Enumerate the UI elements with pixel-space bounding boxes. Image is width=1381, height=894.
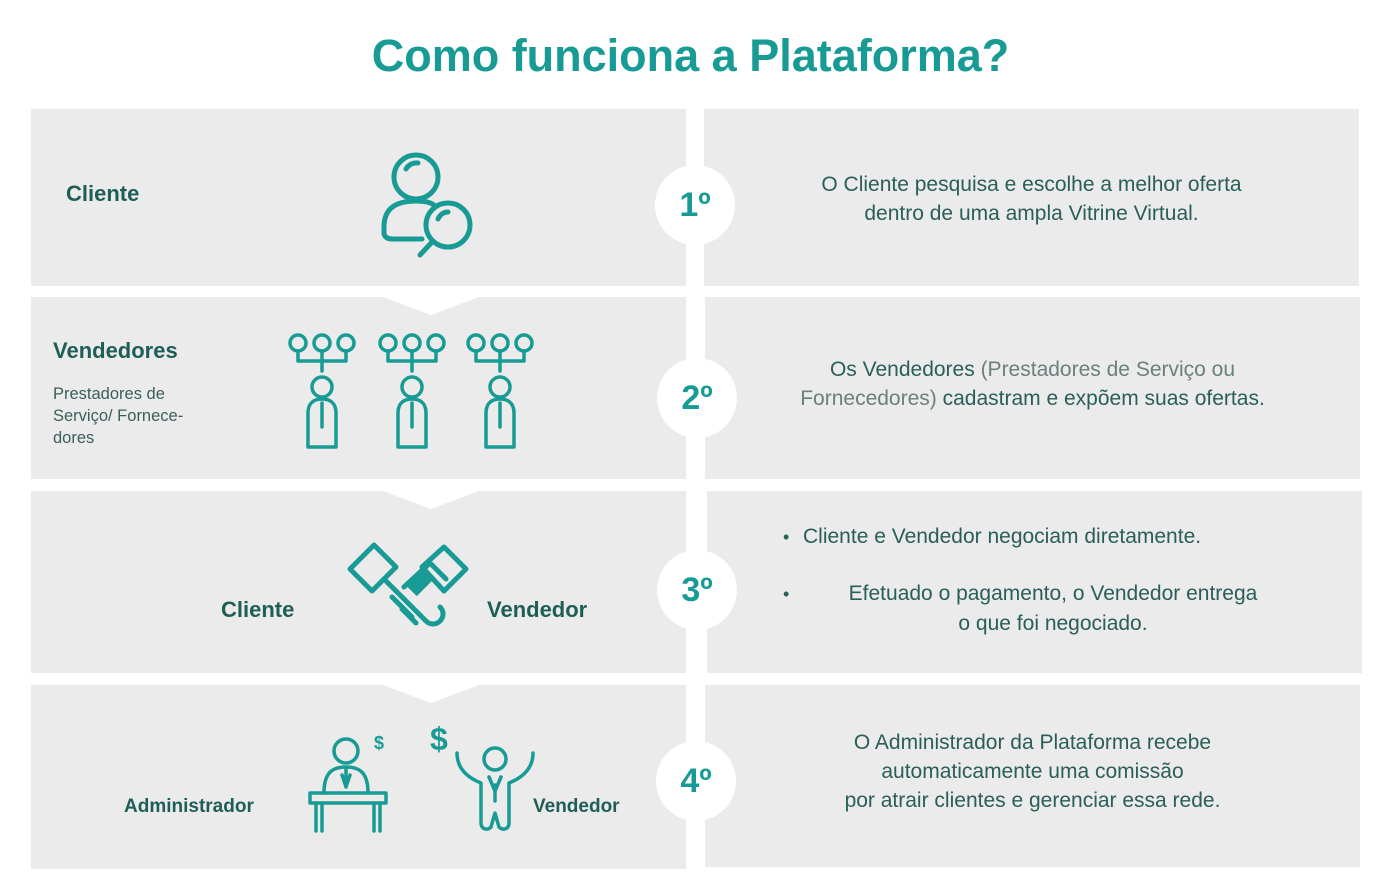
step-4-left-panel: Administrador Vendedor $ $ [31, 685, 686, 869]
step-2-left-panel: Vendedores Prestadores de Serviço/ Forne… [31, 297, 686, 479]
client-search-icon [381, 152, 473, 258]
vendor-network-icon [288, 333, 534, 449]
step-4-notch [383, 685, 479, 703]
step-3-bullet-list: Cliente e Vendedor negociam diretamente.… [783, 522, 1303, 639]
step-3-client-label: Cliente [221, 597, 295, 622]
step-1-description: O Cliente pesquisa e escolhe a melhor of… [821, 173, 1242, 225]
step-2-notch [383, 297, 479, 315]
step-4-administrator-label: Administrador [124, 796, 254, 817]
handshake-icon [347, 542, 469, 627]
happy-vendor-icon [455, 746, 535, 831]
step-3-number-badge: 3º [657, 550, 737, 630]
step-3-left-panel: Cliente Vendedor [31, 491, 686, 673]
step-2-vendors-label: Vendedores [53, 338, 178, 363]
step-3-bullet-1: Cliente e Vendedor negociam diretamente. [783, 522, 1303, 552]
step-4-currency-large: $ [430, 721, 448, 757]
step-4-description: O Administrador da Plataforma recebe aut… [844, 731, 1221, 812]
step-4-currency-small: $ [374, 733, 385, 753]
step-4-number-badge: 4º [656, 741, 736, 821]
step-4-right-panel: O Administrador da Plataforma recebe aut… [705, 685, 1360, 867]
page-title: Como funciona a Plataforma? [371, 30, 1010, 81]
step-2-right-panel: Os Vendedores (Prestadores de Serviço ou… [705, 297, 1360, 479]
step-1-number-badge: 1º [655, 165, 735, 245]
step-3-vendor-label: Vendedor [487, 597, 588, 622]
step-2-number-badge: 2º [657, 358, 737, 438]
step-3-bullet-2: Efetuado o pagamento, o Vendedor entrega… [783, 579, 1303, 639]
administrator-desk-icon [308, 737, 388, 833]
step-4-vendor-label: Vendedor [533, 796, 620, 817]
step-1-right-panel: O Cliente pesquisa e escolhe a melhor of… [704, 109, 1359, 286]
step-2-vendors-sublabel: Prestadores de Serviço/ Fornece- dores [53, 385, 184, 447]
step-1-left-panel: Cliente [31, 109, 686, 286]
step-3-notch [383, 491, 479, 509]
step-1-client-label: Cliente [66, 181, 140, 206]
step-2-description: Os Vendedores (Prestadores de Serviço ou… [800, 358, 1265, 410]
step-3-right-panel: Cliente e Vendedor negociam diretamente.… [707, 491, 1362, 673]
